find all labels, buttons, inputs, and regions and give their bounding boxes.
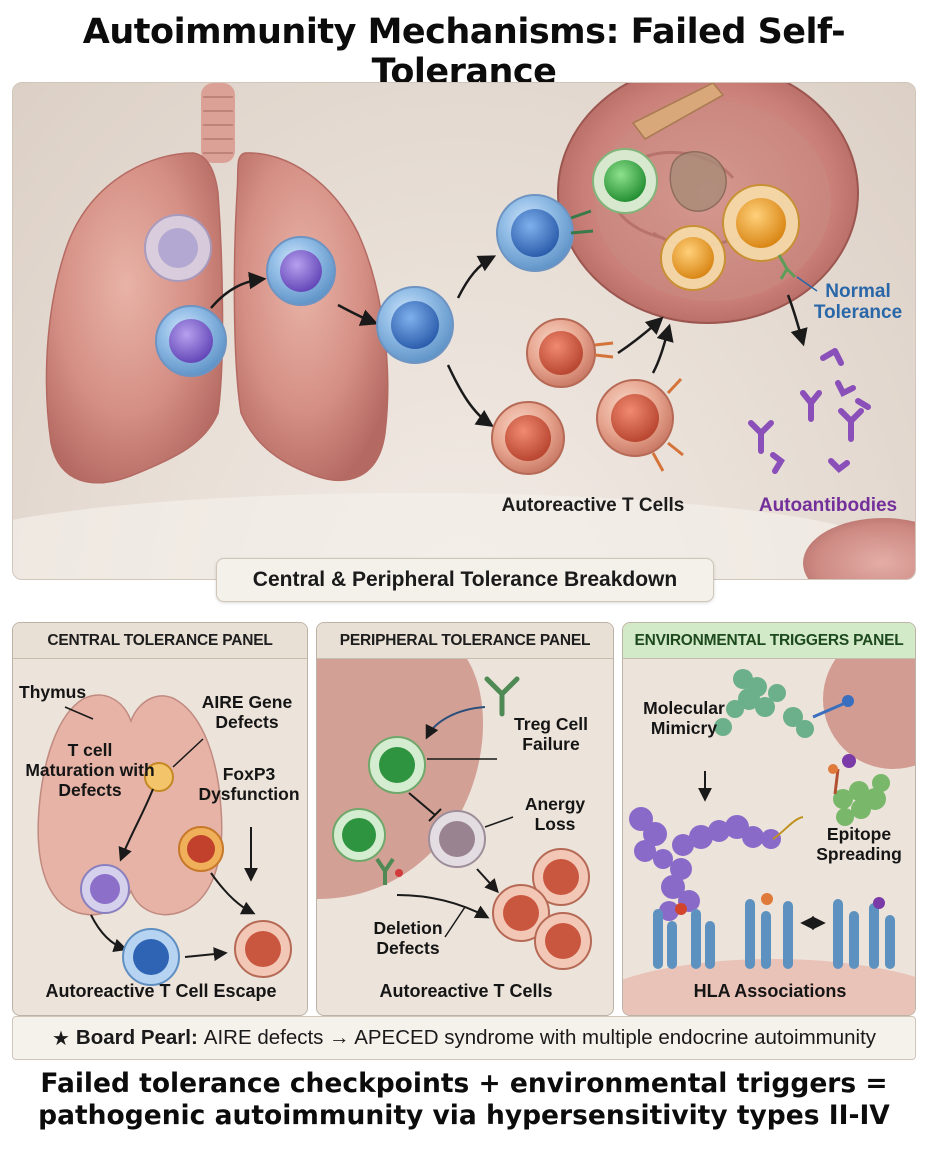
red-cell-2: [491, 401, 565, 475]
autoantibodies-group: [748, 348, 871, 474]
purple-molecule: [629, 807, 781, 921]
summary-footer: Failed tolerance checkpoints + environme…: [0, 1068, 928, 1132]
aire-label: AIRE Gene Defects: [201, 692, 293, 732]
tolerance-breakdown-illustration: Normal Tolerance Autoreactive T Cells Au…: [12, 82, 916, 580]
red-cell-1: [526, 318, 614, 388]
epitope-link: [833, 768, 840, 795]
center-blue-cell: [376, 286, 454, 364]
central-panel-artwork: [37, 694, 292, 986]
corner-tissue: [803, 518, 915, 579]
lung-cell-grey: [144, 214, 212, 282]
anergy-label: Anergy Loss: [524, 794, 586, 834]
autoreactive-t-cells-label: Autoreactive T Cells: [501, 495, 685, 516]
thymus-organ: [37, 694, 223, 916]
autoantibodies-label: Autoantibodies: [758, 495, 898, 516]
environmental-caption: HLA Associations: [693, 981, 847, 1001]
receptor-2: [375, 857, 395, 885]
tolerance-breakdown-banner: Central & Peripheral Tolerance Breakdown: [216, 558, 714, 602]
foxp3-cell: [178, 826, 224, 872]
footer-line-1: Failed tolerance checkpoints + environme…: [40, 1068, 888, 1099]
peripheral-panel-artwork: [317, 659, 592, 970]
foxp3-label: FoxP3 Dysfunction: [198, 764, 300, 804]
maturing-t-cell: [80, 864, 130, 914]
right-lung: [233, 152, 389, 482]
arrow-blue-to-red: [184, 947, 228, 962]
trachea: [201, 83, 235, 163]
arrow-to-antibodies: [786, 294, 808, 347]
green-cell-2: [332, 808, 386, 862]
treg-cell: [368, 736, 426, 794]
peripheral-tolerance-panel: PERIPHERAL TOLERANCE PANEL: [316, 622, 614, 1016]
pipette: [631, 83, 725, 140]
environmental-panel-artwork: [623, 659, 915, 1015]
env-tissue: [823, 659, 915, 769]
mimicry-link: [812, 702, 844, 719]
green-cell: [592, 148, 658, 214]
arrow-foxp3-to-escape: [210, 872, 256, 915]
autoreactive-cluster: [492, 848, 592, 970]
arrow-center-up: [456, 255, 497, 299]
thymus-label: Thymus: [19, 682, 87, 702]
board-pearl: ★ Board Pearl: AIRE defects → APECED syn…: [12, 1016, 916, 1060]
arrow-center-down: [446, 364, 494, 427]
epitope-label: Epitope Spreading: [816, 824, 902, 864]
escaping-blue-cell: [122, 928, 180, 986]
board-pearl-label: Board Pearl:: [75, 1026, 198, 1049]
orange-cell-2: [660, 225, 726, 291]
mimicry-protein: [714, 669, 814, 738]
hla-molecules: [653, 899, 895, 969]
mimicry-label: Molecular Mimicry: [643, 698, 725, 738]
page-title: Autoimmunity Mechanisms: Failed Self-Tol…: [82, 12, 846, 92]
red-cell-3: [596, 377, 684, 472]
central-tolerance-panel: CENTRAL TOLERANCE PANEL: [12, 622, 308, 1016]
arrow-to-blue: [90, 914, 128, 953]
deletion-label: Deletion Defects: [373, 918, 443, 958]
arrow-anergy: [476, 868, 499, 894]
normal-tolerance-label: Normal Tolerance: [813, 281, 903, 324]
board-pearl-text: AIRE defects → APECED syndrome with mult…: [203, 1026, 877, 1049]
lung-cell-upper: [266, 236, 336, 306]
environmental-triggers-panel: ENVIRONMENTAL TRIGGERS PANEL: [622, 622, 916, 1016]
star-icon: ★: [51, 1027, 70, 1050]
arrow-receptor-to-treg: [425, 706, 486, 740]
environmental-panel-heading: ENVIRONMENTAL TRIGGERS PANEL: [623, 623, 915, 659]
t-cell-maturation-label: T cell Maturation with Defects: [25, 740, 155, 800]
arrow-lung-to-lung: [210, 271, 267, 309]
arrow-maturation: [118, 788, 154, 862]
arrow-lung-to-center: [337, 303, 379, 326]
lung-cell-purple: [155, 305, 227, 377]
arrow-red-to-bowl-1: [617, 316, 664, 355]
orange-cell-1: [722, 184, 800, 262]
treg-receptor: [484, 676, 520, 717]
central-panel-heading: CENTRAL TOLERANCE PANEL: [13, 623, 307, 659]
normal-tolerance-pointer: [796, 276, 818, 292]
cell-membrane: [623, 959, 915, 1015]
peripheral-panel-heading: PERIPHERAL TOLERANCE PANEL: [317, 623, 613, 659]
treg-label: Treg Cell Failure: [514, 714, 588, 754]
brown-cell: [669, 151, 727, 212]
anergy-cell: [428, 810, 486, 868]
escaped-red-cell: [234, 920, 292, 978]
inhibition-line: [408, 792, 442, 822]
aire-cell: [144, 762, 174, 792]
central-caption: Autoreactive T Cell Escape: [45, 981, 277, 1001]
epitope-protein: [833, 774, 890, 826]
arrow-red-to-bowl-2: [651, 323, 674, 374]
epitope-bond: [772, 816, 804, 840]
footer-line-2: pathogenic autoimmunity via hypersensiti…: [38, 1099, 890, 1131]
arrow-deletion: [396, 894, 490, 919]
tcr-receptor: [777, 254, 797, 280]
peripheral-caption: Autoreactive T Cells: [379, 981, 553, 1001]
presenting-blue-cell: [496, 194, 594, 272]
illustration-artwork: [13, 83, 915, 579]
